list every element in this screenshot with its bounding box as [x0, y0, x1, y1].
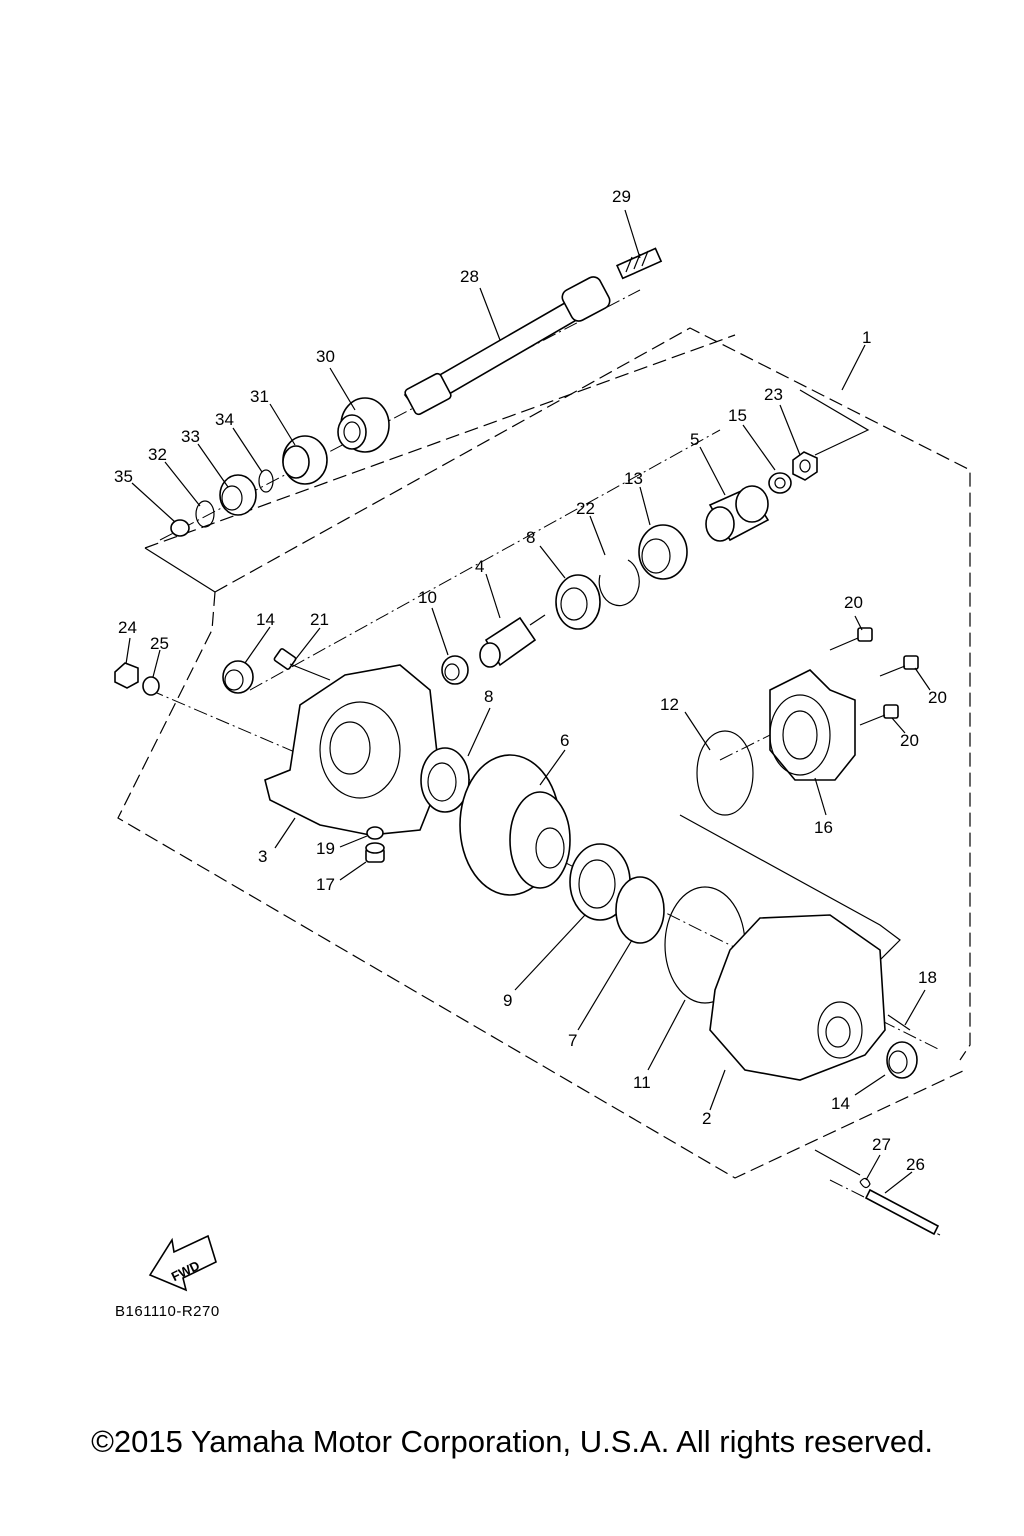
- fwd-arrow: FWD: [148, 1234, 217, 1292]
- callout-29: 29: [612, 187, 631, 206]
- seal-14-right: [886, 1041, 918, 1079]
- bearing-10: [441, 655, 469, 685]
- callout-20-c: 20: [900, 731, 919, 750]
- callout-25: 25: [150, 634, 169, 653]
- clip-27: [859, 1177, 871, 1189]
- callout-18: 18: [918, 968, 937, 987]
- bearing-8-lower: [420, 747, 470, 813]
- washer-15: [768, 472, 792, 494]
- leader-lines: [125, 209, 931, 1194]
- callout-12: 12: [660, 695, 679, 714]
- pinion-gear-4: [479, 614, 546, 668]
- bolt-20-b: [879, 655, 919, 677]
- motor-unit-16: [769, 669, 856, 781]
- nut-23: [792, 451, 818, 481]
- plug-35: [170, 519, 190, 537]
- rear-case-2: [709, 914, 886, 1081]
- callout-14-left: 14: [256, 610, 275, 629]
- callout-labels: 29 28 30 31 34 33 32 35 1 23 15 5 13 22 …: [114, 187, 947, 1174]
- needle-bearing-33: [219, 474, 257, 516]
- callout-9: 9: [503, 991, 512, 1010]
- figure-reference-code: B161110-R270: [115, 1303, 220, 1320]
- callout-23: 23: [764, 385, 783, 404]
- callout-34: 34: [215, 410, 234, 429]
- seal-14-left: [222, 660, 254, 694]
- callout-8-lower: 8: [484, 687, 493, 706]
- callout-33: 33: [181, 427, 200, 446]
- ring-32: [195, 500, 215, 528]
- callout-20-a: 20: [844, 593, 863, 612]
- shaft-subgroup-outline: [144, 389, 901, 1176]
- callout-14-right: 14: [831, 1094, 850, 1113]
- pin-26: [864, 1188, 940, 1236]
- callout-27: 27: [872, 1135, 891, 1154]
- circlip-34: [258, 469, 274, 493]
- circlip-22: [598, 559, 640, 607]
- bolt-20-c: [859, 704, 899, 726]
- callout-17: 17: [316, 875, 335, 894]
- drive-shaft-28: [403, 276, 611, 416]
- callout-10: 10: [418, 588, 437, 607]
- callout-13: 13: [624, 469, 643, 488]
- callout-7: 7: [568, 1031, 577, 1050]
- callout-4: 4: [475, 557, 484, 576]
- bearing-8-upper: [555, 574, 601, 630]
- bolt-20-a: [829, 627, 873, 651]
- drain-plug-17: [365, 842, 385, 863]
- callout-35: 35: [114, 467, 133, 486]
- shim-7: [615, 876, 665, 944]
- callout-32: 32: [148, 445, 167, 464]
- callout-2: 2: [702, 1109, 711, 1128]
- callout-19: 19: [316, 839, 335, 858]
- coupling-31: [282, 435, 328, 485]
- callout-1: 1: [862, 328, 871, 347]
- callout-30: 30: [316, 347, 335, 366]
- pin-18: [887, 1014, 911, 1031]
- differential-6: [459, 754, 571, 896]
- nut-24: [114, 662, 139, 689]
- callout-22: 22: [576, 499, 595, 518]
- callout-8-upper: 8: [526, 528, 535, 547]
- callout-11: 11: [633, 1073, 651, 1092]
- washer-19: [366, 826, 384, 840]
- callout-3: 3: [258, 847, 267, 866]
- spring-29: [615, 247, 663, 280]
- washer-25: [142, 676, 160, 696]
- copyright-notice: ©2015 Yamaha Motor Corporation, U.S.A. A…: [91, 1424, 933, 1459]
- callout-5: 5: [690, 430, 699, 449]
- callout-31: 31: [250, 387, 269, 406]
- callout-16: 16: [814, 818, 833, 837]
- callout-6: 6: [560, 731, 569, 750]
- o-ring-12: [696, 730, 754, 816]
- callout-28: 28: [460, 267, 479, 286]
- coupling-gear-5: [705, 485, 770, 542]
- callout-24: 24: [118, 618, 137, 637]
- oil-seal-13: [638, 524, 688, 580]
- callout-26: 26: [906, 1155, 925, 1174]
- bearing-30: [337, 397, 390, 453]
- bolt-21: [273, 648, 331, 681]
- callout-20-b: 20: [928, 688, 947, 707]
- callout-21: 21: [310, 610, 329, 629]
- callout-15: 15: [728, 406, 747, 425]
